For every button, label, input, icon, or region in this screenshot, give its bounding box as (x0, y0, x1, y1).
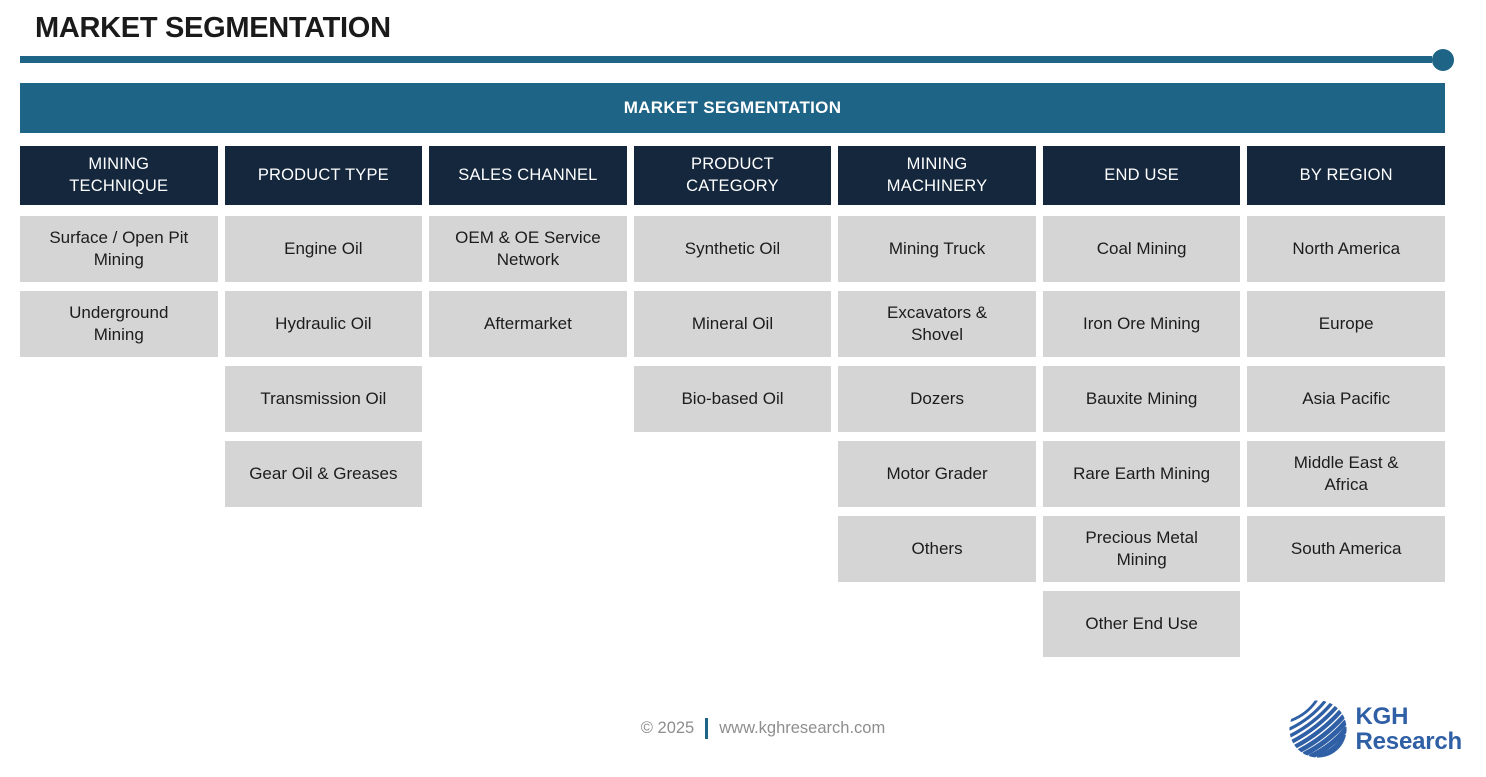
website-text: www.kghresearch.com (719, 719, 886, 737)
segment-item: North America (1247, 216, 1445, 282)
segment-item: OEM & OE Service Network (429, 216, 627, 282)
column-mining-technique: MINING TECHNIQUE Surface / Open Pit Mini… (20, 146, 218, 657)
column-product-category: PRODUCT CATEGORY Synthetic Oil Mineral O… (633, 146, 832, 657)
segment-item: Mining Truck (838, 216, 1036, 282)
segment-item: Precious Metal Mining (1042, 516, 1241, 582)
segmentation-grid: MINING TECHNIQUE Surface / Open Pit Mini… (20, 146, 1445, 657)
column-product-type: PRODUCT TYPE Engine Oil Hydraulic Oil Tr… (224, 146, 423, 657)
logo-line2: Research (1355, 728, 1463, 755)
column-header: PRODUCT CATEGORY (633, 146, 832, 205)
column-end-use: END USE Coal Mining Iron Ore Mining Baux… (1042, 146, 1241, 657)
column-by-region: BY REGION North America Europe Asia Paci… (1247, 146, 1445, 657)
segment-item: South America (1247, 516, 1445, 582)
footer-divider (705, 718, 709, 739)
segment-item: Aftermarket (429, 291, 627, 357)
kgh-research-logo: KGH Research (1287, 698, 1462, 760)
segmentation-banner-label: MARKET SEGMENTATION (623, 98, 842, 117)
segment-item: Hydraulic Oil (224, 291, 423, 357)
globe-icon (1287, 699, 1349, 760)
segment-item: Others (838, 516, 1036, 582)
segment-item: Mineral Oil (633, 291, 832, 357)
segment-item: Synthetic Oil (633, 216, 832, 282)
segmentation-banner: MARKET SEGMENTATION (20, 83, 1445, 133)
segment-item: Surface / Open Pit Mining (20, 216, 218, 282)
column-mining-machinery: MINING MACHINERY Mining Truck Excavators… (838, 146, 1036, 657)
segment-item: Coal Mining (1042, 216, 1241, 282)
segment-item: Asia Pacific (1247, 366, 1445, 432)
segment-item: Underground Mining (20, 291, 218, 357)
segment-item: Rare Earth Mining (1042, 441, 1241, 507)
column-sales-channel: SALES CHANNEL OEM & OE Service Network A… (429, 146, 627, 657)
segment-item: Bio-based Oil (633, 366, 832, 432)
column-header: END USE (1042, 146, 1241, 205)
title-underline (20, 48, 1454, 71)
segment-item: Engine Oil (224, 216, 423, 282)
segment-item: Dozers (838, 366, 1036, 432)
segment-item: Transmission Oil (224, 366, 423, 432)
column-header: MINING TECHNIQUE (20, 146, 218, 205)
column-header: SALES CHANNEL (429, 146, 627, 205)
segment-item: Bauxite Mining (1042, 366, 1241, 432)
column-header: BY REGION (1247, 146, 1445, 205)
page-title: MARKET SEGMENTATION (35, 12, 391, 44)
copyright-text: © 2025 (640, 719, 695, 737)
logo-line1: KGH (1355, 702, 1409, 730)
footer: © 2025 www.kghresearch.com (20, 718, 1486, 739)
segment-item: Middle East & Africa (1247, 441, 1445, 507)
segment-item: Europe (1247, 291, 1445, 357)
logo-wordmark: KGH Research (1355, 702, 1463, 755)
column-header: PRODUCT TYPE (224, 146, 423, 205)
segment-item: Motor Grader (838, 441, 1036, 507)
underline-end-dot (1432, 48, 1454, 71)
segment-item: Gear Oil & Greases (224, 441, 423, 507)
segment-item: Other End Use (1042, 591, 1241, 657)
segment-item: Excavators & Shovel (838, 291, 1036, 357)
segment-item: Iron Ore Mining (1042, 291, 1241, 357)
column-header: MINING MACHINERY (838, 146, 1036, 205)
